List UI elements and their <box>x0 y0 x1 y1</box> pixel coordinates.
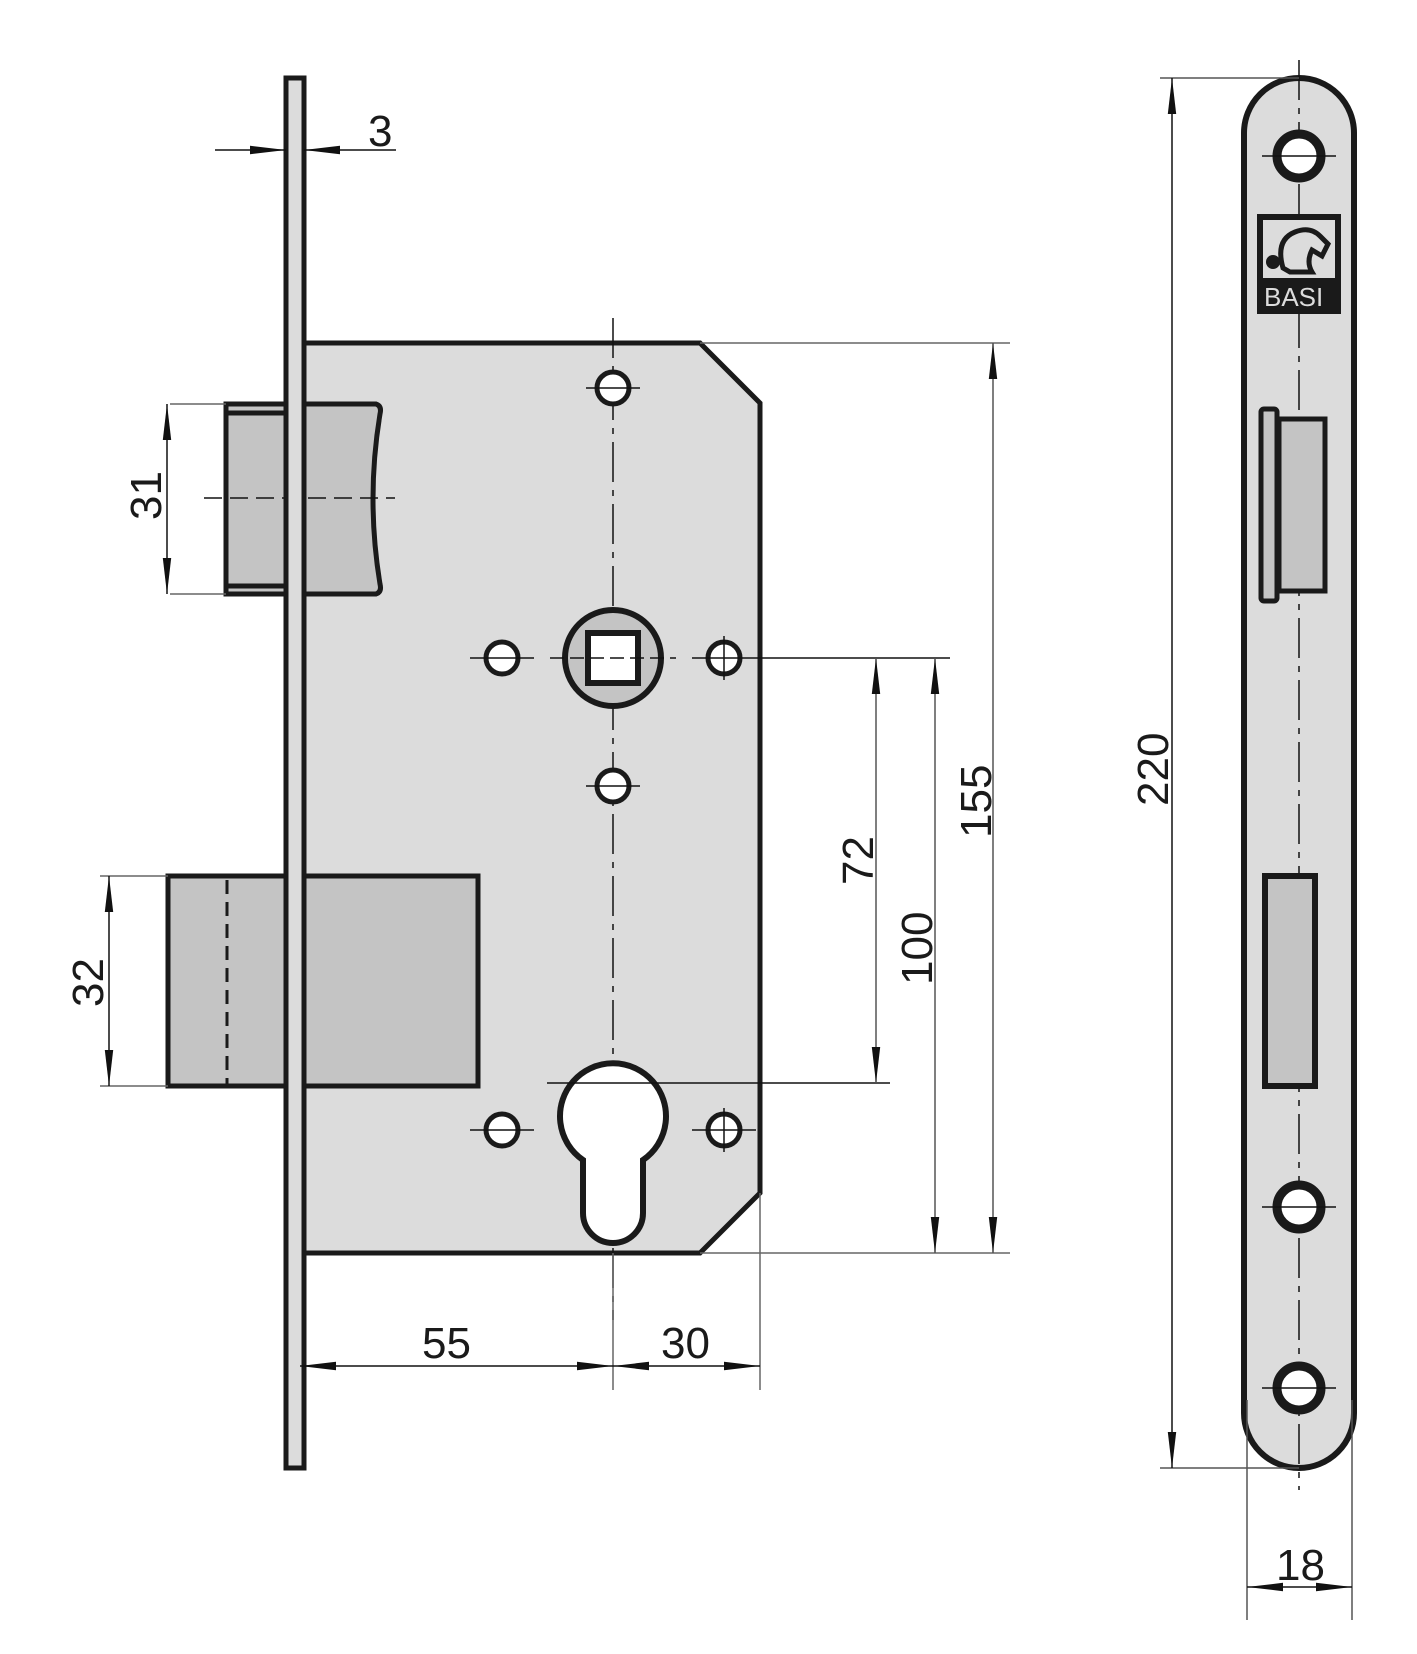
dim-label-220: 220 <box>1129 733 1178 806</box>
spindle-hub <box>550 607 676 709</box>
dim-label-155: 155 <box>952 765 1001 838</box>
front-view: BASI 220 18 <box>1129 60 1357 1620</box>
brand-logo-text: BASI <box>1264 282 1323 312</box>
dim-faceplate-thickness: 3 <box>215 107 396 156</box>
side-view: 3 31 32 72 100 155 55 <box>64 75 1010 1471</box>
dim-faceplate-width: 18 <box>1247 1541 1352 1592</box>
dim-backset: 55 <box>300 1319 613 1371</box>
dim-label-72: 72 <box>834 836 883 885</box>
latch-opening-front <box>1258 406 1328 604</box>
dim-label-30: 30 <box>661 1319 710 1368</box>
dim-latch-height: 31 <box>122 404 172 594</box>
dim-centre-distance: 72 <box>834 658 883 1083</box>
dim-case-height: 155 <box>952 343 1001 1253</box>
dim-deadbolt-height: 32 <box>64 876 114 1086</box>
dim-label-3: 3 <box>368 107 392 156</box>
deadbolt <box>165 873 481 1089</box>
faceplate-side <box>283 75 307 1471</box>
dim-label-18: 18 <box>1276 1541 1325 1590</box>
cylinder-hole <box>557 1060 669 1246</box>
dim-label-100: 100 <box>893 912 942 985</box>
dim-label-32: 32 <box>64 958 113 1007</box>
latch-bolt <box>204 401 395 597</box>
dim-label-55: 55 <box>422 1319 471 1368</box>
dim-label-31: 31 <box>122 471 171 520</box>
brand-logo: BASI <box>1257 214 1341 314</box>
faceplate-screw-holes <box>1262 129 1336 1415</box>
dim-faceplate-length: 220 <box>1129 78 1178 1468</box>
deadbolt-opening-front <box>1262 873 1318 1089</box>
dim-cylinder-to-back: 30 <box>613 1319 760 1371</box>
dim-cylinder-to-top: 100 <box>893 658 942 1253</box>
